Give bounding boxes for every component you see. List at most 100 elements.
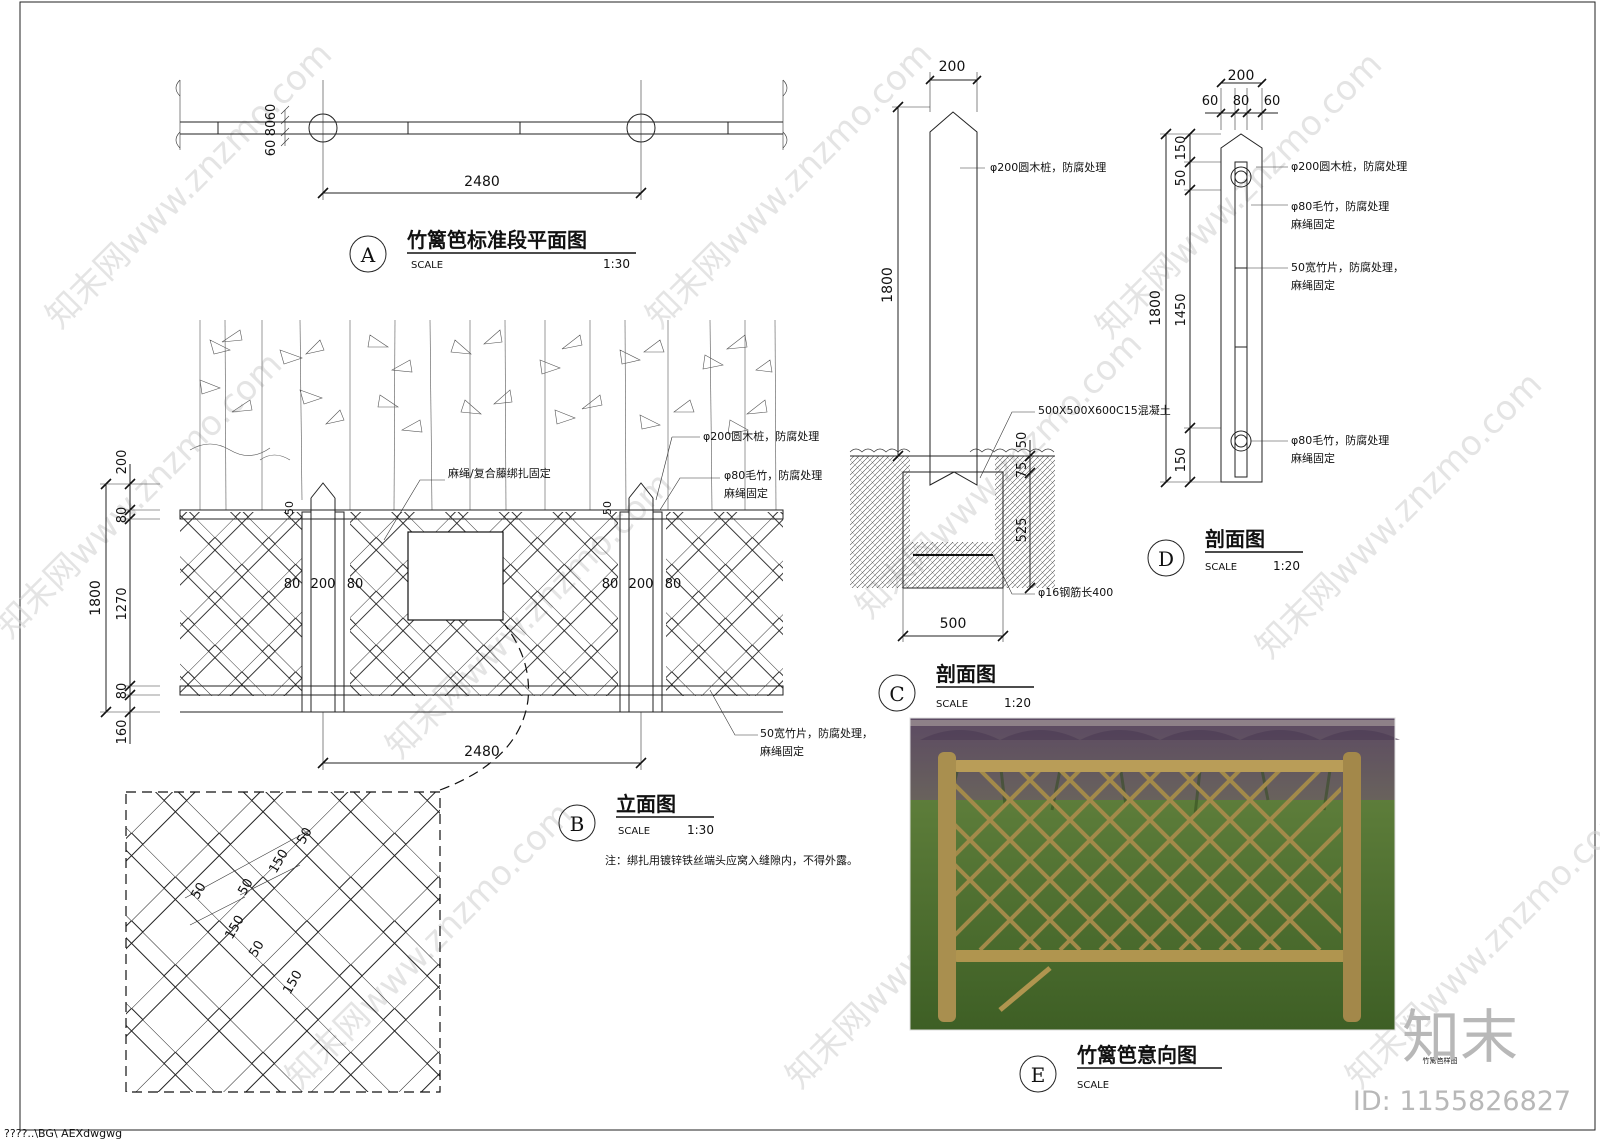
svg-text:60: 60 — [1264, 94, 1281, 109]
svg-text:1800: 1800 — [1148, 290, 1164, 326]
view-d-section: 200 60 80 60 1800 150 50 1450 150 φ200圆木… — [1147, 68, 1407, 577]
view-a-marker — [349, 235, 387, 273]
svg-text:麻绳固定: 麻绳固定 — [1291, 278, 1335, 292]
sheet-border — [19, 1, 1596, 1131]
wood-post — [929, 111, 978, 486]
svg-text:1:30: 1:30 — [687, 823, 714, 837]
svg-text:500X500X600C15混凝土: 500X500X600C15混凝土 — [1038, 403, 1171, 417]
id-text: ID: 1155826827 — [1353, 1086, 1571, 1117]
svg-text:SCALE: SCALE — [1205, 562, 1237, 573]
brand-block: 知末 ID: 1155826827 — [1353, 1003, 1571, 1117]
view-c-title: 剖面图 — [936, 662, 996, 686]
view-b-marker — [558, 804, 596, 842]
svg-text:200: 200 — [1228, 68, 1255, 84]
svg-text:SCALE: SCALE — [1077, 1080, 1109, 1091]
bamboo-top-circle — [1230, 166, 1252, 188]
svg-text:150: 150 — [1174, 448, 1189, 473]
top-rail — [179, 509, 784, 520]
view-b-elevation: 80 200 80 80 200 80 50 50 1800 200 80 12… — [88, 319, 873, 1093]
svg-text:SCALE: SCALE — [618, 826, 650, 837]
photo-caption: 竹篱笆样图 — [1423, 1056, 1458, 1065]
svg-text:80: 80 — [1233, 94, 1250, 109]
svg-text:80: 80 — [115, 683, 130, 700]
svg-text:1270: 1270 — [115, 587, 130, 620]
svg-text:1800: 1800 — [880, 267, 896, 303]
svg-text:φ80毛竹，防腐处理: φ80毛竹，防腐处理 — [724, 468, 822, 482]
svg-text:160: 160 — [115, 720, 130, 745]
svg-text:φ200圆木桩，防腐处理: φ200圆木桩，防腐处理 — [1291, 159, 1407, 173]
view-c-section: 200 1800 50 75 525 500 φ200圆木桩，防腐处理 500X… — [849, 59, 1171, 712]
svg-text:80: 80 — [665, 577, 682, 592]
svg-text:1450: 1450 — [1174, 293, 1189, 326]
binding-note: 注：绑扎用镀锌铁丝端头应窝入缝隙内，不得外露。 — [605, 853, 858, 867]
svg-text:50: 50 — [1015, 432, 1030, 449]
svg-text:525: 525 — [1015, 518, 1030, 543]
logo: 知末 — [1402, 1003, 1518, 1071]
svg-text:SCALE: SCALE — [411, 260, 443, 271]
bamboo-background — [189, 319, 777, 511]
svg-text:麻绳固定: 麻绳固定 — [1291, 217, 1335, 231]
svg-text:50: 50 — [294, 825, 315, 847]
svg-text:50: 50 — [1174, 170, 1189, 187]
svg-text:50宽竹片，防腐处理，: 50宽竹片，防腐处理， — [760, 726, 873, 740]
svg-text:麻绳固定: 麻绳固定 — [760, 744, 804, 758]
svg-text:2480: 2480 — [464, 744, 500, 760]
svg-text:知末网www.znzmo.com: 知末网www.znzmo.com — [1248, 364, 1550, 666]
svg-text:150: 150 — [1174, 136, 1189, 161]
svg-text:A: A — [360, 243, 376, 267]
view-d-title: 剖面图 — [1205, 527, 1265, 551]
svg-text:E: E — [1031, 1063, 1046, 1087]
svg-text:75: 75 — [1015, 462, 1030, 479]
svg-text:φ200圆木桩，防腐处理: φ200圆木桩，防腐处理 — [703, 429, 819, 443]
dim-span-a: 2480 — [464, 174, 500, 190]
svg-text:500: 500 — [940, 616, 967, 632]
view-e-reference-photo: 竹篱笆样图 E 竹篱笆意向图 SCALE — [909, 717, 1458, 1093]
lattice-panel-1 — [180, 512, 302, 696]
detail-leader — [439, 624, 530, 791]
svg-text:80: 80 — [347, 577, 364, 592]
view-d-marker — [1147, 539, 1185, 577]
view-b-title: 立面图 — [616, 792, 676, 816]
svg-text:50: 50 — [246, 938, 267, 960]
svg-text:200: 200 — [311, 577, 336, 592]
svg-text:80: 80 — [602, 577, 619, 592]
lattice-panel-3 — [666, 512, 783, 696]
svg-text:1:20: 1:20 — [1004, 696, 1031, 710]
post-left — [310, 482, 336, 712]
svg-text:C: C — [889, 682, 904, 706]
svg-text:B: B — [570, 812, 585, 836]
svg-text:200: 200 — [115, 450, 130, 475]
svg-text:200: 200 — [629, 577, 654, 592]
svg-text:1:30: 1:30 — [603, 257, 630, 271]
svg-text:50: 50 — [283, 501, 296, 515]
svg-text:80: 80 — [284, 577, 301, 592]
bamboo-bottom-circle — [1230, 430, 1252, 452]
svg-text:50宽竹片，防腐处理，: 50宽竹片，防腐处理， — [1291, 260, 1404, 274]
svg-text:60: 60 — [1202, 94, 1219, 109]
svg-text:80: 80 — [115, 507, 130, 524]
detail-callout-box — [407, 531, 504, 621]
svg-text:麻绳固定: 麻绳固定 — [1291, 451, 1335, 465]
detail-enlargement — [125, 791, 441, 1093]
svg-text:麻绳/复合藤绑扎固定: 麻绳/复合藤绑扎固定 — [448, 466, 551, 480]
view-e-title: 竹篱笆意向图 — [1076, 1043, 1197, 1067]
svg-text:1:20: 1:20 — [1273, 559, 1300, 573]
svg-text:80: 80 — [264, 120, 279, 137]
svg-text:200: 200 — [939, 59, 966, 75]
svg-text:φ80毛竹，防腐处理: φ80毛竹，防腐处理 — [1291, 199, 1389, 213]
svg-text:φ80毛竹，防腐处理: φ80毛竹，防腐处理 — [1291, 433, 1389, 447]
view-a-title: 竹篱笆标准段平面图 — [406, 228, 587, 252]
svg-text:知末网www.znzmo.com: 知末网www.znzmo.com — [38, 34, 340, 336]
file-path: ????..\BG\ AEXdwgwg — [4, 1127, 122, 1140]
view-e-marker — [1019, 1055, 1057, 1093]
view-c-marker — [878, 674, 916, 712]
view-a-plan: 2480 60 80 60 A 竹篱笆标准段平面图 SCALE 1:30 — [175, 79, 788, 273]
svg-text:D: D — [1158, 547, 1174, 571]
svg-text:50: 50 — [188, 880, 209, 902]
post-side — [1220, 133, 1263, 483]
svg-text:50: 50 — [235, 876, 256, 898]
dim-total-height: 1800 — [88, 580, 104, 616]
svg-text:60: 60 — [264, 140, 279, 157]
svg-text:知末网www.znzmo.com: 知末网www.znzmo.com — [1088, 44, 1390, 346]
